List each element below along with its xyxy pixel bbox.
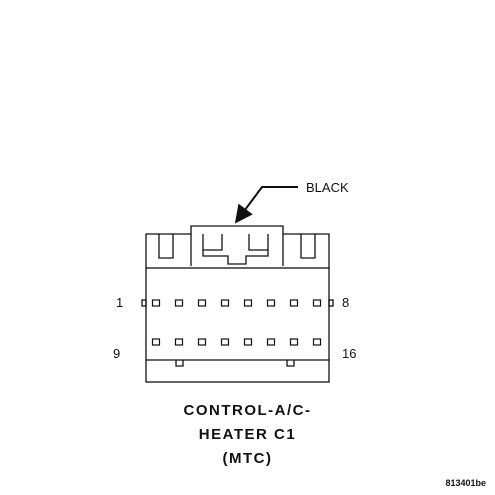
pin-label-16: 16: [342, 346, 356, 361]
pin-cavity-5: [243, 299, 253, 307]
pin-cavity-16: [312, 338, 322, 346]
pin-cavity-11: [197, 338, 207, 346]
pin-cavity-2: [174, 299, 184, 307]
caption-line-1: CONTROL-A/C-: [183, 402, 312, 419]
color-callout-label: BLACK: [306, 180, 349, 195]
figure-id: 813401be: [445, 478, 486, 488]
pin-label-8: 8: [342, 295, 349, 310]
pin-label-1: 1: [116, 295, 123, 310]
callout-leader: [234, 186, 298, 224]
pin-cavity-9: [151, 338, 161, 346]
pin-cavity-12: [220, 338, 230, 346]
pin-cavity-8: [312, 299, 322, 307]
connector-body: [141, 225, 334, 383]
caption-line-3: (MTC): [222, 450, 273, 467]
pin-cavity-3: [197, 299, 207, 307]
caption-line-2: HEATER C1: [198, 426, 297, 443]
pin-row-bottom: [151, 338, 322, 346]
pin-cavity-7: [289, 299, 299, 307]
pin-label-9: 9: [113, 346, 120, 361]
pin-cavity-15: [289, 338, 299, 346]
pin-cavity-14: [266, 338, 276, 346]
pin-cavity-13: [243, 338, 253, 346]
pin-cavity-6: [266, 299, 276, 307]
pin-cavity-4: [220, 299, 230, 307]
pin-row-top: [151, 299, 322, 307]
pin-cavity-1: [151, 299, 161, 307]
pin-cavity-10: [174, 338, 184, 346]
